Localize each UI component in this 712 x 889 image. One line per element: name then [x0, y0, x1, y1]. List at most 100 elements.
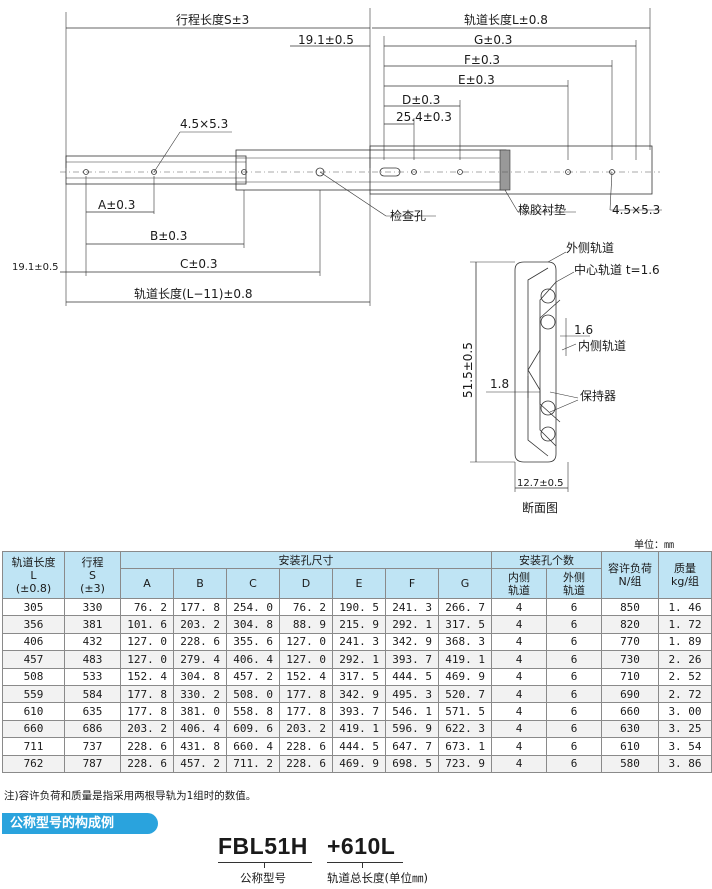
- table-cell: 571. 5: [438, 702, 492, 721]
- outer-rail-label: 外侧轨道: [566, 241, 614, 255]
- table-cell: 6: [546, 702, 602, 721]
- table-cell: 444. 5: [385, 667, 439, 686]
- table-cell: 6: [546, 667, 602, 686]
- table-cell: 3. 54: [658, 737, 712, 756]
- table-cell: 419. 1: [332, 719, 386, 739]
- table-cell: 647. 7: [385, 737, 439, 756]
- table-cell: 177. 8: [120, 702, 174, 721]
- dim-19-1-top: 19.1±0.5: [298, 33, 354, 47]
- table-cell: 305: [2, 597, 65, 617]
- table-cell: 495. 3: [385, 684, 439, 704]
- table-cell: 1. 89: [658, 632, 712, 652]
- dim-d: D±0.3: [402, 93, 440, 107]
- table-cell: 203. 2: [173, 615, 227, 634]
- table-cell: 580: [601, 754, 659, 773]
- table-cell: 393. 7: [332, 702, 386, 721]
- table-cell: 88. 9: [279, 615, 333, 634]
- dim-b: B±0.3: [150, 229, 187, 243]
- table-cell: 635: [64, 702, 121, 721]
- model-suffix: +610L: [327, 833, 396, 859]
- table-cell: 127. 0: [120, 632, 174, 652]
- dim-c: C±0.3: [180, 257, 218, 271]
- table-cell: 559: [2, 684, 65, 704]
- table-cell: 381. 0: [173, 702, 227, 721]
- table-cell: 596. 9: [385, 719, 439, 739]
- table-cell: 254. 0: [226, 597, 280, 617]
- table-cell: 342. 9: [385, 632, 439, 652]
- rail-length-minus-label: 轨道长度(L−11)±0.8: [134, 286, 253, 301]
- table-cell: 330. 2: [173, 684, 227, 704]
- header-d: D: [279, 568, 333, 599]
- table-cell: 762: [2, 754, 65, 773]
- table-cell: 4: [491, 684, 547, 704]
- table-cell: 4: [491, 754, 547, 773]
- table-cell: 215. 9: [332, 615, 386, 634]
- dim-12-7: 12.7±0.5: [517, 478, 564, 489]
- table-cell: 356: [2, 615, 65, 634]
- table-cell: 4: [491, 667, 547, 686]
- table-cell: 101. 6: [120, 615, 174, 634]
- table-cell: 6: [546, 632, 602, 652]
- table-cell: 508. 0: [226, 684, 280, 704]
- table-cell: 457. 2: [226, 667, 280, 686]
- table-cell: 381: [64, 615, 121, 634]
- unit-label: 单位：㎜: [634, 540, 674, 551]
- table-cell: 730: [601, 650, 659, 669]
- table-cell: 432: [64, 632, 121, 652]
- table-cell: 1. 46: [658, 597, 712, 617]
- table-cell: 2. 26: [658, 650, 712, 669]
- table-cell: 368. 3: [438, 632, 492, 652]
- table-cell: 177. 8: [120, 684, 174, 704]
- table-cell: 673. 1: [438, 737, 492, 756]
- table-cell: 152. 4: [279, 667, 333, 686]
- table-cell: 444. 5: [332, 737, 386, 756]
- table-cell: 469. 9: [332, 754, 386, 773]
- dim-1-6: 1.6: [574, 323, 593, 337]
- table-cell: 711: [2, 737, 65, 756]
- header-hole-count: 安装孔个数: [491, 551, 602, 569]
- section-caption: 断面图: [522, 500, 558, 515]
- table-cell: 610: [601, 737, 659, 756]
- table-cell: 228. 6: [279, 754, 333, 773]
- table-cell: 3. 00: [658, 702, 712, 721]
- table-cell: 4: [491, 597, 547, 617]
- dim-f: F±0.3: [464, 53, 500, 67]
- model-caption: 公称型号: [240, 871, 286, 885]
- table-cell: 6: [546, 597, 602, 617]
- stroke-length-label: 行程长度S±3: [176, 12, 249, 27]
- table-cell: 6: [546, 615, 602, 634]
- rubber-pad-label: 橡胶衬垫: [518, 202, 566, 217]
- table-cell: 177. 8: [279, 702, 333, 721]
- table-cell: 177. 8: [279, 684, 333, 704]
- table-cell: 6: [546, 650, 602, 669]
- table-cell: 4: [491, 737, 547, 756]
- table-cell: 520. 7: [438, 684, 492, 704]
- table-cell: 76. 2: [120, 597, 174, 617]
- table-cell: 1. 72: [658, 615, 712, 634]
- table-cell: 190. 5: [332, 597, 386, 617]
- table-cell: 177. 8: [173, 597, 227, 617]
- header-hole-dims: 安装孔尺寸: [120, 551, 492, 569]
- table-cell: 3. 86: [658, 754, 712, 773]
- dim-e: E±0.3: [458, 73, 495, 87]
- table-cell: 630: [601, 719, 659, 739]
- model-tick: [264, 862, 265, 868]
- table-cell: 4: [491, 702, 547, 721]
- table-cell: 533: [64, 667, 121, 686]
- dim-1-8: 1.8: [490, 377, 509, 391]
- table-cell: 355. 6: [226, 632, 280, 652]
- table-cell: 850: [601, 597, 659, 617]
- table-cell: 203. 2: [120, 719, 174, 739]
- header-c: C: [226, 568, 280, 599]
- table-cell: 342. 9: [332, 684, 386, 704]
- table-cell: 304. 8: [226, 615, 280, 634]
- table-cell: 737: [64, 737, 121, 756]
- table-cell: 622. 3: [438, 719, 492, 739]
- table-cell: 3. 25: [658, 719, 712, 739]
